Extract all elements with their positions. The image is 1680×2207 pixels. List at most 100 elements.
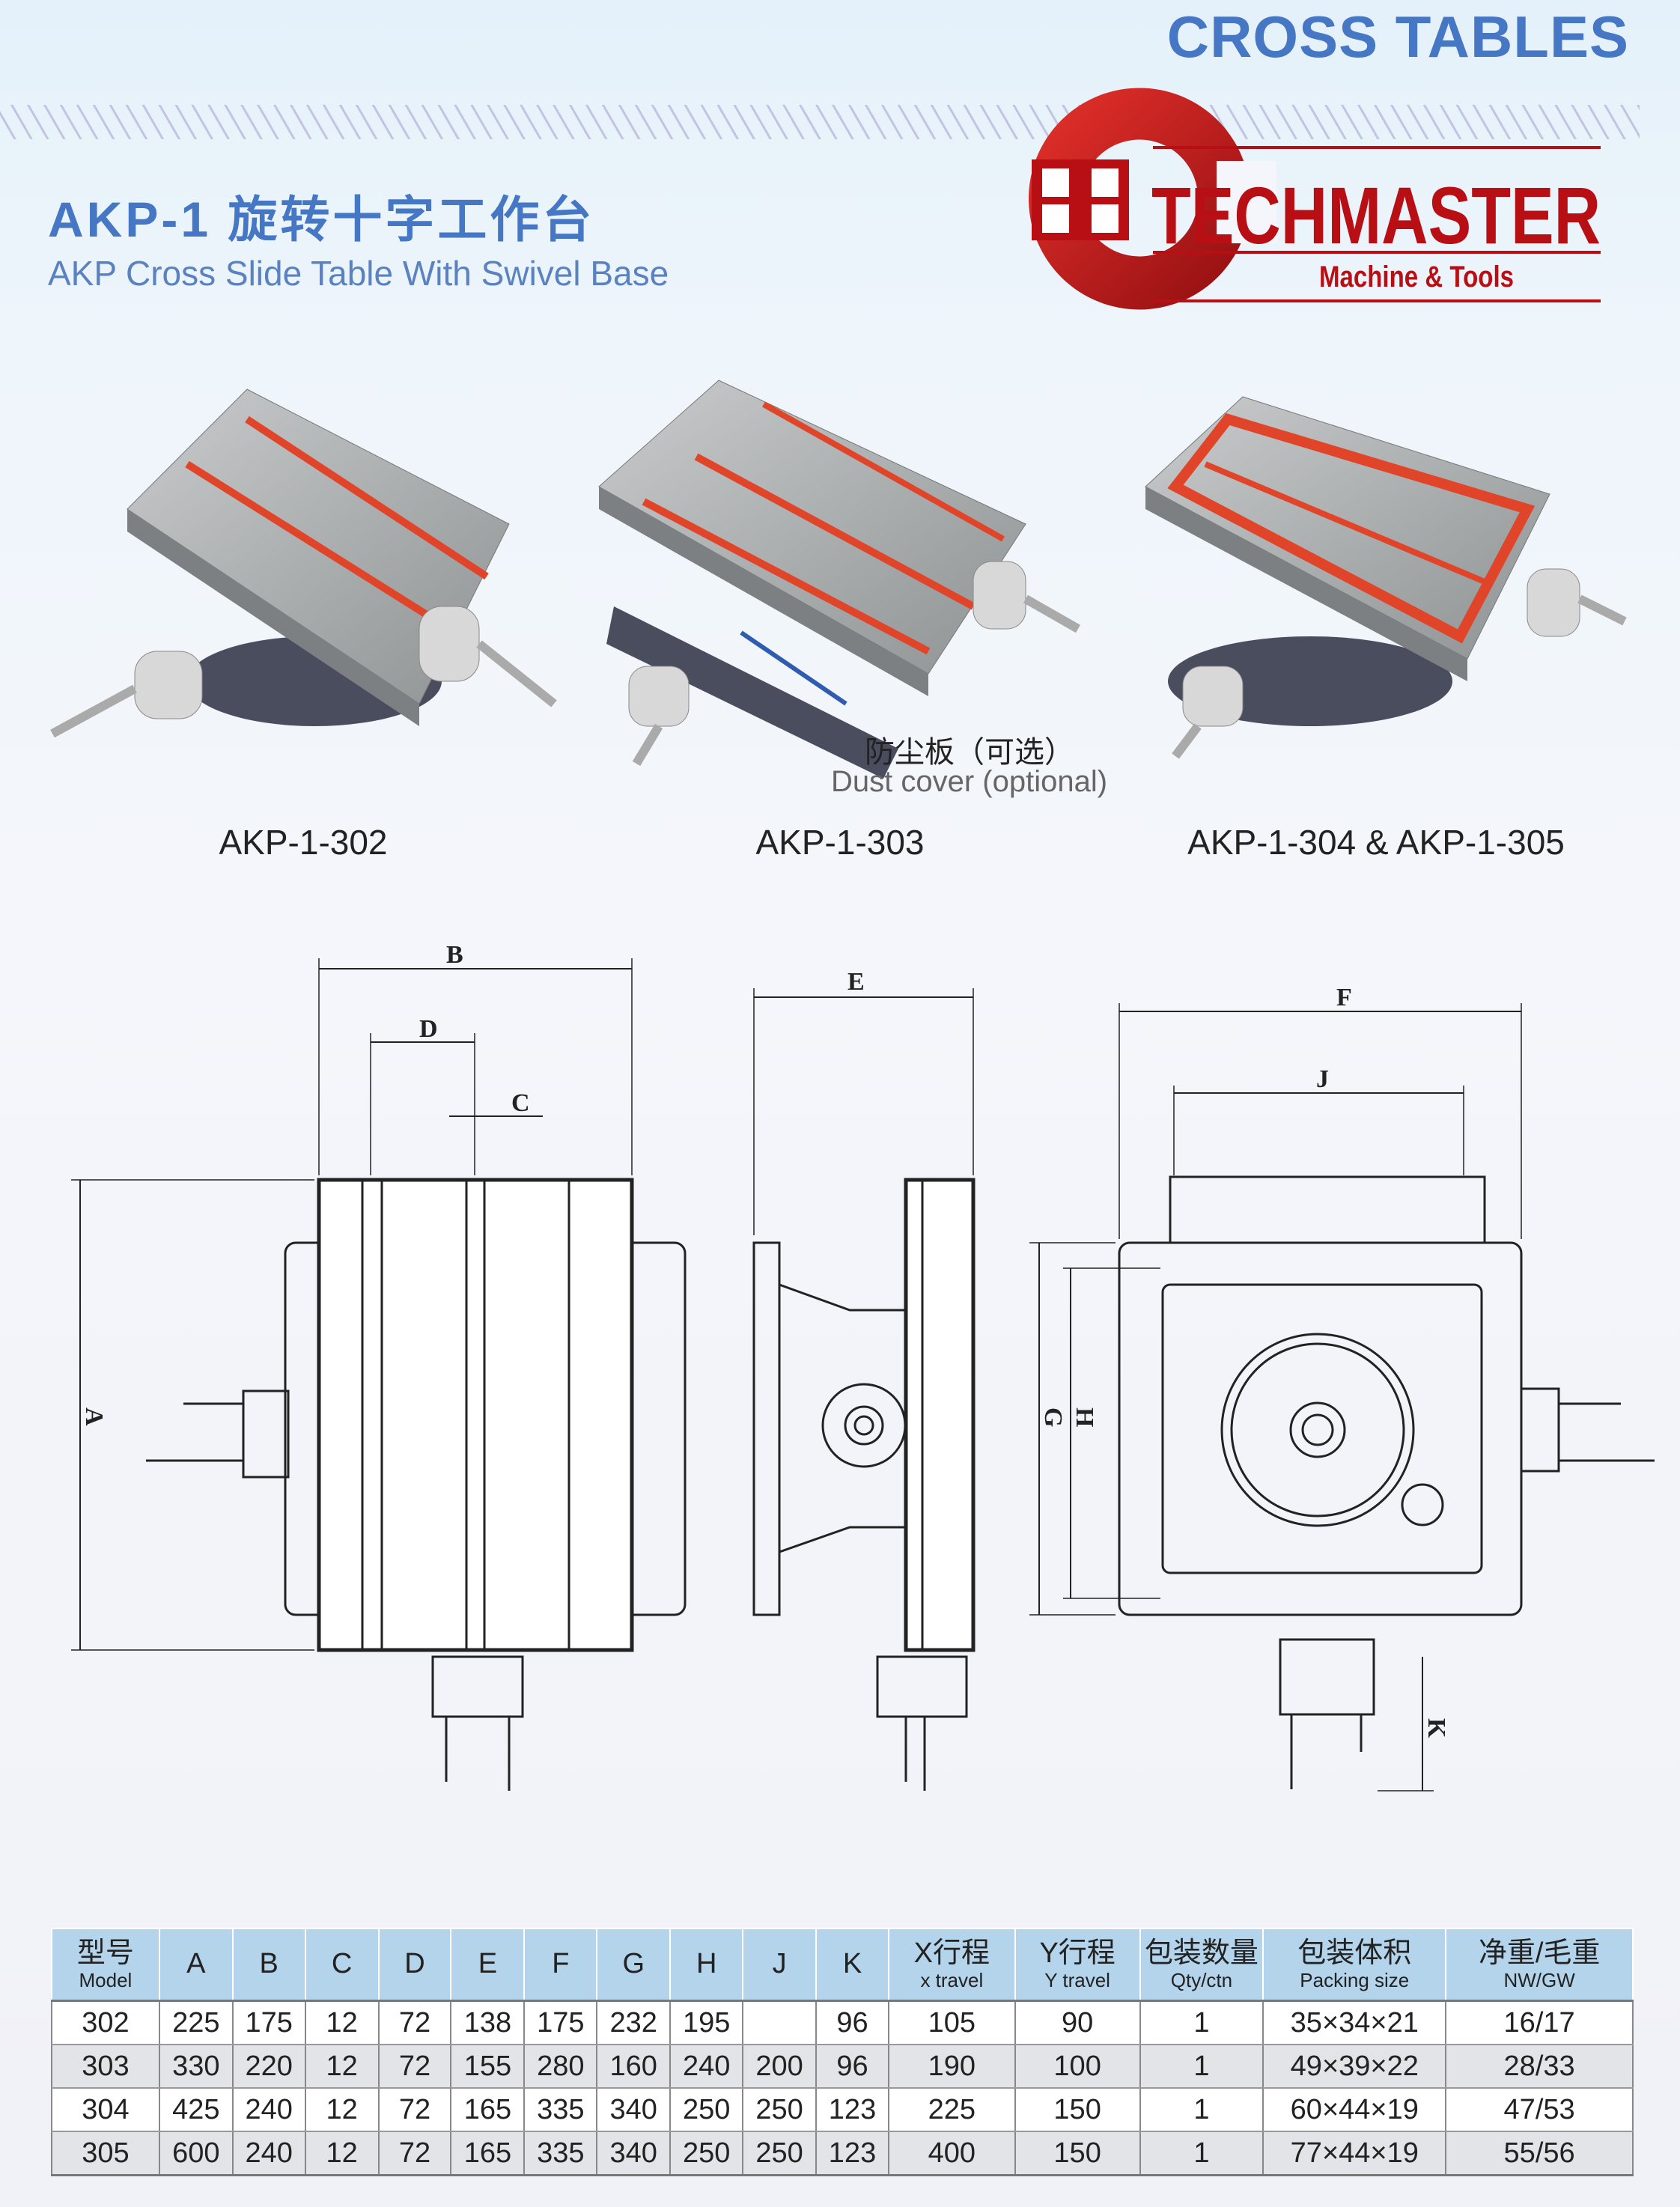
table-cell: 190 [887,2045,1016,2089]
column-header-sub: Packing size [1300,1968,1410,1991]
table-cell: 600 [158,2131,234,2176]
table-cell: 77×44×19 [1262,2131,1447,2176]
column-header: K [815,1928,889,2002]
column-header-main: X行程 [913,1937,990,1969]
table-cell: 400 [887,2131,1016,2176]
table-cell: 72 [377,2088,452,2132]
table-cell: 340 [596,2131,672,2176]
column-header-main: 包装体积 [1297,1937,1412,1969]
product-label-303: AKP-1-303 [755,823,925,862]
column-header-main: 净重/毛重 [1478,1937,1601,1969]
table-cell: 96 [815,2045,889,2089]
table-cell: 1 [1139,2088,1264,2132]
table-cell: 250 [669,2088,744,2132]
table-cell: 240 [669,2045,744,2089]
table-cell: 123 [815,2131,889,2176]
table-cell: 1 [1139,2131,1264,2176]
column-header: B [231,1928,306,2002]
column-header-main: F [552,1948,570,1980]
table-cell: 72 [377,2131,452,2176]
svg-text:Machine & Tools: Machine & Tools [1319,261,1514,293]
page-title-en: AKP Cross Slide Table With Swivel Base [48,254,669,293]
column-header-sub: NW/GW [1503,1968,1575,1991]
dim-label-d: D [419,1015,438,1043]
table-cell: 96 [815,2000,889,2045]
column-header-main: D [404,1948,425,1980]
dust-cover-label-cn: 防尘板（可选） [865,736,1074,769]
column-header: C [304,1928,380,2002]
table-cell: 155 [450,2045,526,2089]
table-cell: 90 [1014,2000,1141,2045]
dim-label-a: A [80,1407,108,1426]
section-title: CROSS TABLES [1166,4,1629,70]
column-header-sub: x travel [920,1968,984,1991]
logo-ring-icon [1029,88,1250,310]
table-cell: 165 [450,2131,526,2176]
table-cell: 47/53 [1445,2088,1634,2132]
page-title-cn: AKP-1 旋转十字工作台 [48,192,595,247]
dim-label-e: E [847,968,865,996]
table-cell: 200 [742,2045,818,2089]
column-header-main: A [186,1948,206,1980]
table-cell: 305 [51,2131,160,2176]
table-cell: 49×39×22 [1262,2045,1447,2089]
techmaster-logo: TECHMASTER Machine & Tools [1029,88,1601,310]
column-header: G [596,1928,672,2002]
table-cell: 240 [231,2088,306,2132]
column-header-sub: Qty/ctn [1170,1968,1233,1991]
dim-label-j: J [1316,1065,1329,1093]
table-cell: 302 [51,2000,160,2045]
product-image-akp-1-303 [598,380,1080,779]
table-cell: 12 [304,2000,380,2045]
table-cell: 250 [742,2088,818,2132]
table-cell: 250 [669,2131,744,2176]
column-header: D [377,1928,452,2002]
column-header-main: B [259,1948,279,1980]
table-cell: 165 [450,2088,526,2132]
table-cell: 250 [742,2131,818,2176]
table-cell: 138 [450,2000,526,2045]
top-view-drawing [71,958,687,1791]
dim-label-f: F [1336,984,1352,1011]
table-cell: 160 [596,2045,672,2089]
table-cell: 12 [304,2045,380,2089]
table-cell: 220 [231,2045,306,2089]
table-cell: 16/17 [1445,2000,1634,2045]
table-cell: 225 [158,2000,234,2045]
table-cell: 225 [887,2088,1016,2132]
product-photos [50,380,1627,779]
column-header-main: 包装数量 [1144,1937,1259,1969]
column-header: J [742,1928,818,2002]
column-header: H [669,1928,744,2002]
table-cell: 150 [1014,2088,1141,2132]
dim-label-k: K [1422,1718,1450,1738]
table-cell: 12 [304,2131,380,2176]
column-header-main: J [772,1948,787,1980]
svg-text:TECHMASTER: TECHMASTER [1151,170,1601,261]
table-cell: 303 [51,2045,160,2089]
column-header: E [450,1928,526,2002]
side-view-drawing [752,988,976,1791]
table-cell [742,2000,818,2045]
table-cell: 425 [158,2088,234,2132]
product-label-302: AKP-1-302 [219,823,388,862]
table-cell: 195 [669,2000,744,2045]
dim-label-h: H [1071,1407,1098,1427]
table-cell: 240 [231,2131,306,2176]
table-cell: 55/56 [1445,2131,1634,2176]
column-header-sub: Model [79,1968,133,1991]
table-cell: 60×44×19 [1262,2088,1447,2132]
dim-label-c: C [511,1089,530,1117]
dust-cover-arrow [740,630,847,706]
table-cell: 340 [596,2088,672,2132]
table-cell: 123 [815,2088,889,2132]
